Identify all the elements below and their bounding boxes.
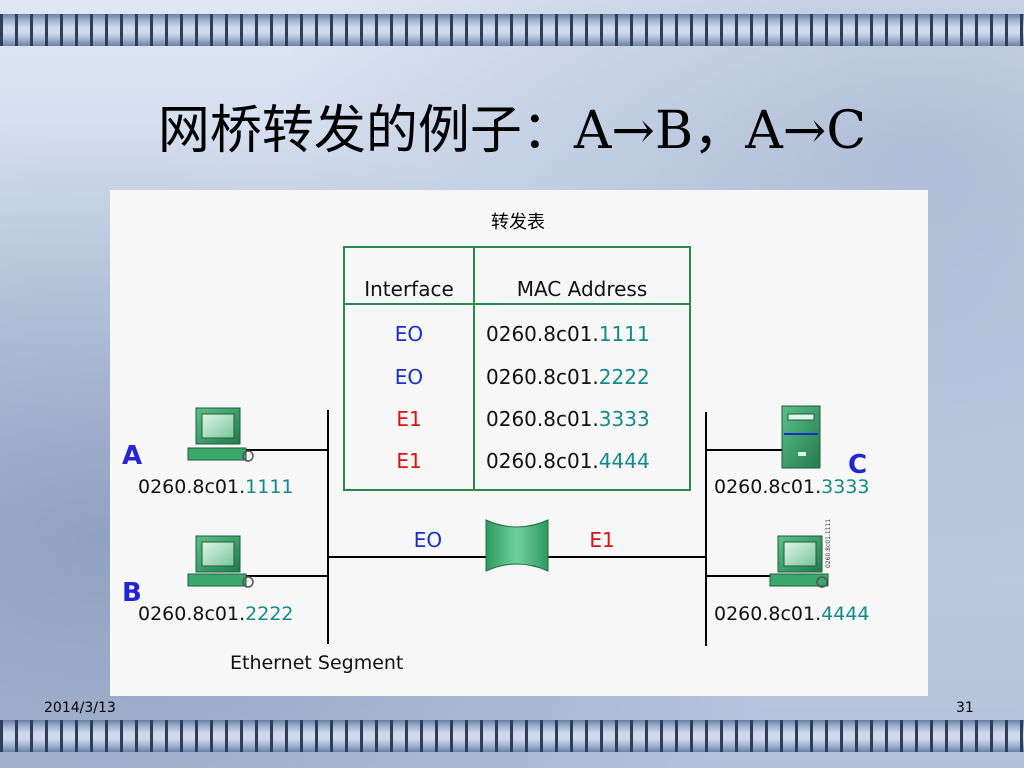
computer-icon: 0260.8c01.1111 [769, 519, 832, 588]
host-c-label: C [848, 450, 867, 480]
mac-prefix: 0260.8c01. [714, 476, 821, 498]
host-mac-tag: 0260.8c01.1111 [825, 519, 832, 568]
host-a-mac: 0260.8c01.1111 [138, 476, 294, 498]
table-row-mac: 0260.8c01.2222 [486, 365, 650, 389]
mac-prefix: 0260.8c01. [138, 476, 245, 498]
table-row-mac: 0260.8c01.4444 [486, 449, 650, 473]
table-row-interface: E1 [396, 407, 421, 431]
mac-suffix: 3333 [599, 407, 650, 431]
mac-prefix: 0260.8c01. [486, 449, 599, 473]
ethernet-segment-label: Ethernet Segment [230, 652, 403, 674]
slide-date: 2014/3/13 [44, 700, 116, 716]
computer-icon [187, 535, 254, 588]
server-icon [781, 405, 821, 469]
table-row-interface: EO [395, 322, 423, 346]
bridge-diagram: 转发表 Interface MAC Address EO 0260.8c01.1… [122, 212, 870, 674]
host-b-mac: 0260.8c01.2222 [138, 603, 294, 625]
mac-suffix: 4444 [599, 449, 650, 473]
table-header-interface: Interface [364, 277, 454, 301]
slide-title: 网桥转发的例子：A→B，A→C [157, 101, 867, 161]
mac-prefix: 0260.8c01. [486, 322, 599, 346]
mac-prefix: 0260.8c01. [486, 365, 599, 389]
mac-prefix: 0260.8c01. [138, 603, 245, 625]
mac-suffix: 1111 [599, 322, 650, 346]
computer-icon [187, 407, 254, 462]
bridge-icon [485, 519, 549, 572]
table-header-mac: MAC Address [517, 277, 648, 301]
host-c-mac: 0260.8c01.3333 [714, 476, 870, 498]
host-a-label: A [122, 441, 142, 471]
top-decorative-border [0, 14, 1024, 46]
table-row-mac: 0260.8c01.1111 [486, 322, 650, 346]
bridge-port-e1-label: E1 [589, 528, 614, 552]
bridge-port-e0-label: EO [414, 528, 442, 552]
table-frame [343, 246, 691, 491]
mac-prefix: 0260.8c01. [486, 407, 599, 431]
mac-suffix: 1111 [245, 476, 293, 498]
left-ethernet-segment [246, 410, 486, 644]
mac-suffix: 2222 [245, 603, 293, 625]
host-d-mac: 0260.8c01.4444 [714, 603, 870, 625]
forwarding-table: Interface MAC Address EO 0260.8c01.1111 … [343, 246, 691, 491]
mac-suffix: 3333 [821, 476, 869, 498]
slide-page-number: 31 [956, 700, 974, 716]
table-row-interface: EO [395, 365, 423, 389]
table-row-mac: 0260.8c01.3333 [486, 407, 650, 431]
host-b-label: B [122, 578, 142, 608]
mac-suffix: 2222 [599, 365, 650, 389]
diagram-panel: 转发表 Interface MAC Address EO 0260.8c01.1… [110, 190, 928, 696]
table-row-interface: E1 [396, 449, 421, 473]
bottom-decorative-border [0, 720, 1024, 752]
right-ethernet-segment [548, 412, 782, 646]
mac-prefix: 0260.8c01. [714, 603, 821, 625]
mac-suffix: 4444 [821, 603, 869, 625]
forwarding-table-caption: 转发表 [491, 212, 545, 233]
